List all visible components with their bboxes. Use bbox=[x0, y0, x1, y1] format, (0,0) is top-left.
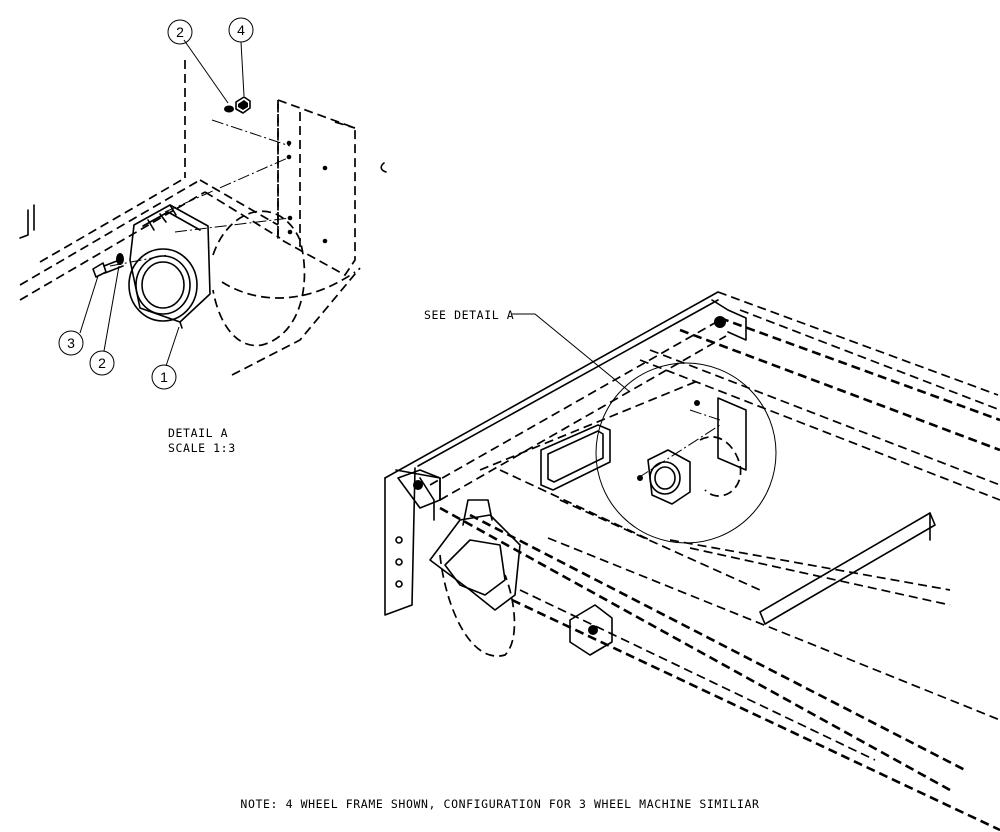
svg-text:4: 4 bbox=[237, 22, 245, 38]
balloon-1: 1 bbox=[151, 364, 177, 390]
see-detail-label: SEE DETAIL A bbox=[424, 308, 514, 322]
balloon-top-4: 4 bbox=[228, 17, 254, 43]
svg-text:1: 1 bbox=[160, 369, 168, 385]
balloon-top-2: 2 bbox=[167, 19, 193, 45]
balloon-3: 3 bbox=[58, 330, 84, 356]
detail-title: DETAIL A bbox=[168, 426, 228, 440]
balloon-bottom-2: 2 bbox=[89, 350, 115, 376]
frame-assembly-view bbox=[384, 291, 1000, 832]
detail-scale: SCALE 1:3 bbox=[168, 441, 236, 455]
svg-text:2: 2 bbox=[98, 355, 106, 371]
svg-text:3: 3 bbox=[67, 335, 75, 351]
drawing-note: NOTE: 4 WHEEL FRAME SHOWN, CONFIGURATION… bbox=[240, 797, 759, 811]
svg-text:2: 2 bbox=[176, 24, 184, 40]
detail-a-view bbox=[19, 39, 387, 376]
